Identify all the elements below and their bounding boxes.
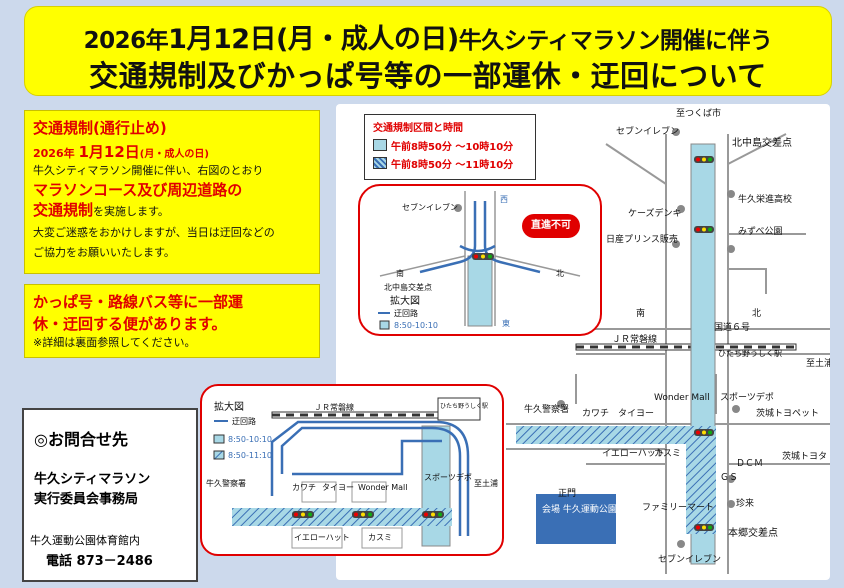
zoom1-kitanakajima: 北中島交差点 (384, 282, 432, 292)
banner-date: 1月12日(月・成人の日) (168, 24, 459, 55)
label-toyota: 茨城トヨタ (782, 450, 827, 462)
zoom-kitanakajima: セブンイレブン 西 南 北 東 北中島交差点 拡大図 迂回路 8:50-10:1… (358, 184, 602, 336)
label-yellowhat: イエローハット (602, 449, 665, 459)
regulation-highlight2: 交通規制 (33, 201, 94, 219)
label-taiyo: タイヨー (618, 408, 654, 419)
banner-year: 2026年 (83, 28, 169, 54)
banner-suffix: 牛久シティマラソン開催に伴う (458, 28, 773, 54)
regulation-line2: 大変ご迷惑をおかけしますが、当日は迂回などの (33, 226, 275, 239)
zoom2-kasumi: カスミ (368, 533, 392, 542)
contact-phone: 電話 873－2486 (46, 554, 153, 569)
zoom2-time1: 8:50-10:10 (228, 435, 272, 444)
banner-line1: 2026年1月12日(月・成人の日)牛久シティマラソン開催に伴う (25, 17, 831, 56)
label-wonder: Wonder Mall (654, 393, 710, 403)
label-toyopet: 茨城トヨペット (756, 407, 819, 419)
contact-box: ◎お問合せ先 牛久シティマラソン 実行委員会事務局 牛久運動公園体育館内 電話 … (22, 408, 198, 582)
traffic-signals (694, 156, 714, 531)
label-tsukuba: 至つくば市 (676, 107, 721, 119)
title-banner: 2026年1月12日(月・成人の日)牛久シティマラソン開催に伴う 交通規制及びか… (24, 6, 832, 96)
label-dcm: ＤＣＭ (736, 459, 763, 469)
regulation-year: 2026年 (33, 147, 75, 160)
regulation-highlight1: マラソンコース及び周辺道路の (33, 181, 243, 199)
zoom2-jr: ＪＲ常磐線 (314, 402, 354, 412)
label-ushiku-hs: 牛久栄進高校 (738, 193, 792, 205)
zoom1-west: 西 (500, 195, 508, 204)
zoom2-time2: 8:50-11:10 (228, 451, 272, 460)
zoom2-taiyo: タイヨー (322, 483, 354, 492)
regulation-holiday: (月・成人の日) (139, 149, 209, 160)
label-route6: 国道６号 (714, 321, 750, 333)
regulation-day: 1月12日 (78, 143, 140, 161)
regulation-box: 交通規制(通行止め) 2026年 1月12日(月・成人の日) 牛久シティマラソン… (24, 110, 320, 274)
regulation-line1: 牛久シティマラソン開催に伴い、右図のとおり (33, 164, 264, 177)
zoom2-ushikubune: 牛久警察署 (206, 478, 246, 488)
label-seven1: セブンイレブン (616, 125, 679, 137)
zoom2-sports: スポーツデポ (424, 472, 472, 482)
label-kawachi: カワチ (582, 408, 609, 419)
label-ushikubune: 牛久警察署 (524, 403, 569, 415)
zoom1-seven: セブンイレブン (402, 202, 458, 212)
label-gs: ＧＳ (720, 473, 738, 483)
zoom2-station: ひたち野うしく駅 (440, 402, 488, 410)
zoom2-detour: 迂回路 (232, 416, 256, 426)
legend-box: 交通規制区間と時間 午前8時50分 ～10時10分 午前8時50分 ～11時10… (364, 114, 536, 180)
label-sports: スポーツデポ (720, 391, 774, 403)
label-seimon: 正門 (558, 488, 576, 499)
zoom1-title: 拡大図 (390, 294, 420, 307)
zoom2-svg: 拡大図 迂回路 8:50-10:10 8:50-11:10 ＪＲ常磐線 ひたち野… (206, 397, 498, 549)
label-south: 南 (636, 307, 645, 319)
zoom1-svg: セブンイレブン 西 南 北 東 北中島交差点 拡大図 迂回路 8:50-10:1… (378, 191, 581, 330)
regulation-date: 2026年 1月12日(月・成人の日) (33, 141, 209, 162)
zoom2-kawachi: カワチ (292, 483, 316, 492)
contact-org2: 実行委員会事務局 (34, 492, 139, 507)
legend-item2: 午前8時50分 ～11時10分 (391, 160, 514, 171)
label-family: ファミリーマート (642, 503, 714, 513)
label-kitanakajima: 北中島交差点 (732, 136, 792, 149)
label-north: 北 (752, 308, 761, 319)
label-nissan: 日産プリンス販売 (606, 233, 678, 245)
label-tsuchiura: 至土浦 (806, 357, 830, 369)
contact-org1: 牛久シティマラソン (34, 472, 151, 487)
zoom1-east: 東 (502, 318, 510, 328)
zoom1-detour: 迂回路 (394, 308, 418, 318)
regulation-line3: ご協力をお願いいたします。 (33, 246, 175, 259)
banner-line2: 交通規制及びかっぱ号等の一部運休・迂回について (89, 59, 767, 93)
label-mizube: みずべ公園 (738, 226, 783, 237)
bus-box: かっぱ号・路線バス等に一部運 休・迂回する便があります。 ※詳細は裏面参照してく… (24, 284, 320, 358)
label-jr: ＪＲ常磐線 (612, 333, 657, 345)
regulation-highlight2-row: 交通規制を実施します。 (33, 199, 169, 220)
zoom2-wonder: Wonder Mall (358, 483, 408, 492)
bus-line2: 休・迂回する便があります。 (33, 315, 227, 333)
zoom2-title: 拡大図 (214, 400, 244, 413)
regulation-highlight2-suffix: を実施します。 (93, 205, 169, 218)
legend-title: 交通規制区間と時間 (373, 123, 463, 134)
callout-no-straight: 直進不可 (522, 214, 580, 238)
main-map-svg: 会場 牛久運動公園 至つくば市 セブンイレブン 北中島交差点 牛久栄進高校 ケー… (506, 107, 833, 574)
label-hongo: 本郷交差点 (728, 526, 778, 539)
label-hitachino: ひたち野うしく駅 (718, 349, 782, 358)
bus-note: ※詳細は裏面参照してください。 (33, 336, 196, 349)
regulation-title: 交通規制(通行止め) (33, 119, 167, 137)
label-seven2: セブンイレブン (658, 553, 721, 565)
contact-place: 牛久運動公園体育館内 (30, 534, 140, 547)
venue-label: 会場 牛久運動公園 (542, 503, 617, 515)
legend-swatch-solid (373, 139, 387, 151)
zoom1-south: 南 (396, 268, 404, 278)
legend-swatch-hatch (373, 157, 387, 169)
label-kasumi: カスミ (654, 448, 681, 459)
zoom-course: 拡大図 迂回路 8:50-10:10 8:50-11:10 ＪＲ常磐線 ひたち野… (200, 384, 504, 556)
bus-line1: かっぱ号・路線バス等に一部運 (33, 293, 244, 311)
contact-title: ◎お問合せ先 (34, 430, 128, 449)
zoom2-yellowhat: イエローハット (294, 533, 350, 542)
label-chinju: 珍来 (736, 497, 754, 509)
label-cakes: ケーズデンキ (628, 207, 682, 219)
zoom1-north: 北 (556, 269, 564, 278)
legend-item1: 午前8時50分 ～10時10分 (391, 142, 514, 153)
zoom1-time: 8:50-10:10 (394, 321, 438, 330)
zoom2-tsuchiura: 至土浦 (474, 478, 498, 488)
